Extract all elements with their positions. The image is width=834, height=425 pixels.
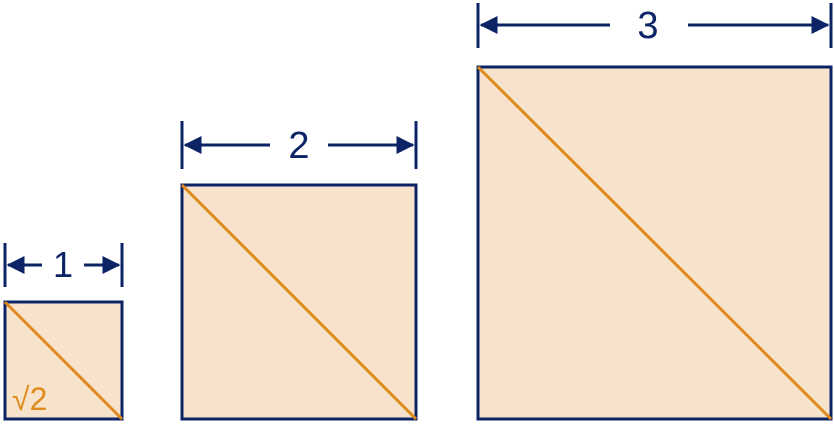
diagonal-label: √2	[12, 381, 47, 417]
square-1-diagonal	[3, 300, 124, 421]
dimension-2: 2	[180, 121, 418, 169]
square-2: 2	[180, 121, 418, 421]
side-label-2: 2	[288, 125, 309, 167]
side-label-3: 3	[637, 5, 658, 47]
dimension-3: 3	[476, 3, 833, 48]
dimension-1: 1	[3, 243, 124, 287]
square-3: 3	[476, 3, 833, 421]
square-2-diagonal	[180, 183, 418, 421]
square-1: √2 1	[3, 243, 124, 421]
square-3-diagonal	[476, 65, 833, 421]
side-label-1: 1	[53, 244, 73, 285]
